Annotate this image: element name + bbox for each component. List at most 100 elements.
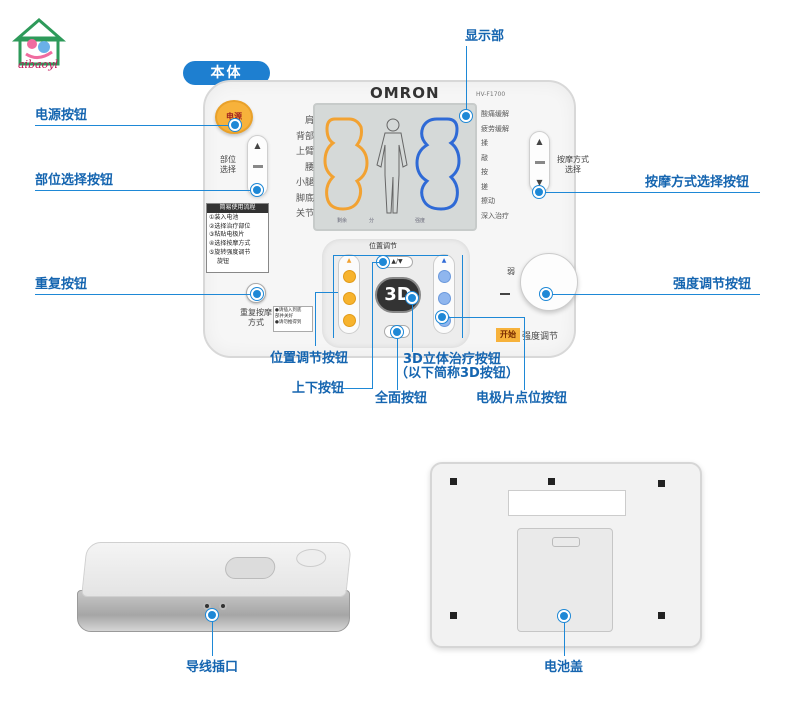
guide-step: ④选择按摩方式 [209, 240, 251, 248]
note-line: ●请勿推得到 [275, 320, 302, 325]
screen-remaining-label: 剩余 [337, 218, 348, 224]
aibaoyl-logo-icon [11, 18, 67, 66]
part-label: 关节 [295, 209, 314, 219]
callout-repeat: 重复按钮 [35, 277, 88, 292]
callout-dot [251, 184, 263, 196]
leader-line [448, 317, 524, 318]
blue-electrode-button[interactable] [438, 292, 451, 305]
rocker-divider [535, 161, 545, 164]
guide-step: ⑤旋转强度调节 [209, 248, 251, 256]
callout-battery-cover: 电池盖 [544, 660, 584, 675]
mode-label: 酸痛缓解 [481, 110, 509, 118]
side-view-top-surface [81, 542, 352, 597]
leader-line [35, 190, 257, 191]
callout-dot [436, 311, 448, 323]
leader-line [546, 294, 760, 295]
callout-dot [229, 119, 241, 131]
rocker-divider [253, 165, 263, 168]
orange-electrode-button[interactable] [343, 270, 356, 283]
callout-power: 电源按钮 [35, 108, 88, 123]
back-hole [658, 480, 665, 487]
position-adjust-header: 位置调节 [369, 242, 397, 250]
callout-dot [206, 609, 218, 621]
part-select-label: 部位 选择 [220, 155, 236, 174]
callout-3d-line1: 3D立体治疗按钮 [403, 352, 501, 367]
leader-line [372, 262, 382, 263]
leader-line [212, 621, 213, 656]
back-hole [548, 478, 555, 485]
intensity-label: 强度调节 [522, 332, 559, 342]
side-view-panel [224, 557, 277, 579]
mode-label: 敲 [481, 153, 488, 162]
triangle-up-icon: ▲ [441, 257, 447, 264]
callout-mode-select: 按摩方式选择按钮 [645, 175, 750, 190]
leader-line [315, 292, 316, 346]
quick-guide: 简易使用流程 ①装入电池 ②选择治疗部位 ③粘贴电极片 ④选择按摩方式 ⑤旋转强… [206, 203, 269, 273]
callout-electrode: 电极片点位按钮 [476, 391, 568, 406]
callout-display: 显示部 [465, 29, 505, 44]
logo-text: aibaoyl [17, 58, 59, 71]
blue-electrode-button[interactable] [438, 270, 451, 283]
mode-label: 按 [481, 168, 488, 176]
leader-line [35, 294, 257, 295]
guide-title: 简易使用流程 [207, 204, 268, 213]
callout-position-adjust: 位置调节按钮 [270, 351, 349, 366]
callout-dot [558, 610, 570, 622]
leader-line [35, 125, 235, 126]
mode-label: 深入治疗 [481, 211, 509, 220]
jack-port [203, 602, 211, 610]
down-arrow-icon: ▼ [536, 178, 543, 187]
display-screen: 剩余 分 强度 [313, 103, 477, 231]
leader-line [333, 255, 334, 338]
note-line: ●请插入到底 [275, 308, 302, 313]
callout-intensity: 强度调节按钮 [673, 277, 752, 292]
back-label-sticker [508, 490, 626, 516]
callout-3d-line2: （以下简称3D按钮） [395, 366, 519, 381]
body-parts-list: 肩 背部 上臂 腰 小腿 脚底 关节 [290, 114, 314, 223]
note-line: 部并关好 [275, 314, 293, 319]
guide-step: 旋钮 [217, 257, 230, 265]
up-arrow-icon: ▲ [254, 141, 261, 150]
part-label: 肩 [304, 116, 314, 126]
callout-dot [533, 186, 545, 198]
screen-minutes-label: 分 [369, 218, 375, 224]
orange-electrode-button[interactable] [343, 314, 356, 327]
knob-tick [500, 293, 510, 295]
orange-electrode-button[interactable] [343, 292, 356, 305]
guide-step: ②选择治疗部位 [209, 222, 251, 230]
leader-line [315, 292, 338, 293]
intensity-knob[interactable] [520, 253, 578, 311]
mode-select-rocker[interactable]: ▲ ▼ [529, 131, 550, 193]
back-hole [450, 478, 457, 485]
callout-updown: 上下按钮 [292, 381, 345, 396]
callout-jack: 导线插口 [186, 660, 239, 675]
leader-line [462, 255, 463, 338]
model-number: HV-F1700 [476, 91, 506, 98]
back-hole [658, 612, 665, 619]
orange-electrode-column: ▲ [338, 254, 360, 334]
guide-step: ①装入电池 [209, 213, 239, 221]
callout-dot [391, 326, 403, 338]
brand-name: OMRON [370, 84, 440, 102]
mode-label: 擦动 [481, 197, 495, 205]
weak-label: 弱 [507, 267, 515, 276]
note-box: ●请插入到底 部并关好 ●请勿推得到 [273, 306, 313, 332]
cover-latch [552, 537, 580, 547]
part-label: 腰 [304, 162, 314, 173]
leader-line [412, 304, 413, 352]
leader-line [342, 388, 373, 389]
side-view-knob [295, 549, 328, 567]
body-figure-icon [323, 117, 461, 214]
callout-dot [540, 288, 552, 300]
callout-part-select: 部位选择按钮 [35, 173, 114, 188]
guide-step: ③粘贴电极片 [209, 231, 245, 239]
up-arrow-icon: ▲ [536, 137, 543, 146]
mode-label: 搓 [481, 182, 488, 191]
mode-label: 疲劳缓解 [481, 124, 509, 133]
part-label: 脚底 [295, 193, 314, 204]
callout-all: 全面按钮 [375, 391, 428, 406]
leader-line [539, 192, 760, 193]
part-label: 上臂 [295, 147, 314, 157]
leader-line [524, 317, 525, 390]
start-label: 开始 [496, 328, 520, 342]
